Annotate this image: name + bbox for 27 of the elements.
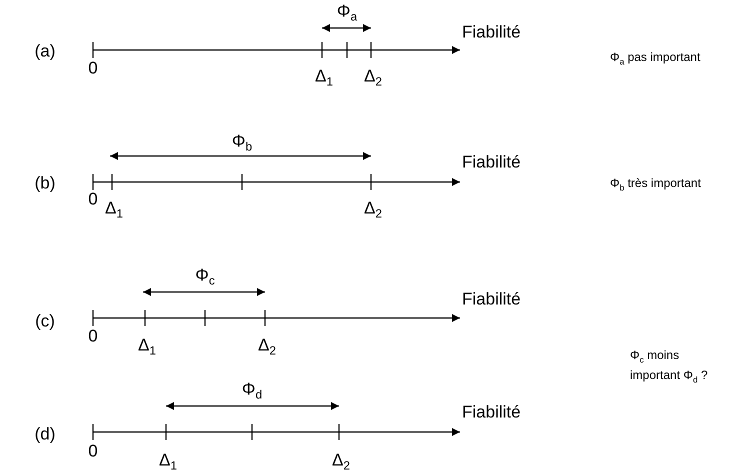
row-label: (a): [34, 42, 56, 62]
row-label: (b): [34, 174, 56, 194]
tick-label: Δ$_{1}$: [138, 336, 156, 358]
tick-label: 0: [88, 328, 98, 346]
row-label: (c): [35, 312, 55, 332]
axis-label: Fiabilité: [462, 24, 521, 42]
dimension-label: Φ$_{b}$: [232, 132, 252, 154]
tick-label: Δ$_{2}$: [258, 336, 276, 358]
note: Φ$_{c}$ moins important Φ$_{d}$ ?: [630, 347, 709, 386]
dimension-label: Φ$_{c}$: [195, 266, 215, 288]
dimension-label: Φ$_{d}$: [242, 380, 262, 402]
tick-label: Δ$_{1}$: [315, 67, 333, 89]
tick-label: 0: [88, 190, 98, 210]
note: Φ$_{b}$ très important: [610, 175, 702, 194]
note: Φ$_{a}$ pas important: [610, 49, 702, 68]
tick-label: Δ$_{2}$: [364, 199, 382, 221]
row-label: (d): [34, 426, 56, 444]
axis-label: Fiabilité: [462, 154, 521, 172]
tick-label: 0: [88, 442, 98, 462]
axis-label: Fiabilité: [462, 290, 521, 310]
axis-label: Fiabilité: [462, 404, 521, 422]
tick-label: Δ$_{2}$: [364, 67, 382, 89]
tick-label: Δ$_{2}$: [332, 451, 350, 473]
dimension-label: Φ$_{a}$: [336, 2, 358, 24]
tick-label: 0: [88, 60, 98, 78]
tick-label: Δ$_{1}$: [159, 451, 177, 473]
tick-label: Δ$_{1}$: [105, 199, 123, 221]
